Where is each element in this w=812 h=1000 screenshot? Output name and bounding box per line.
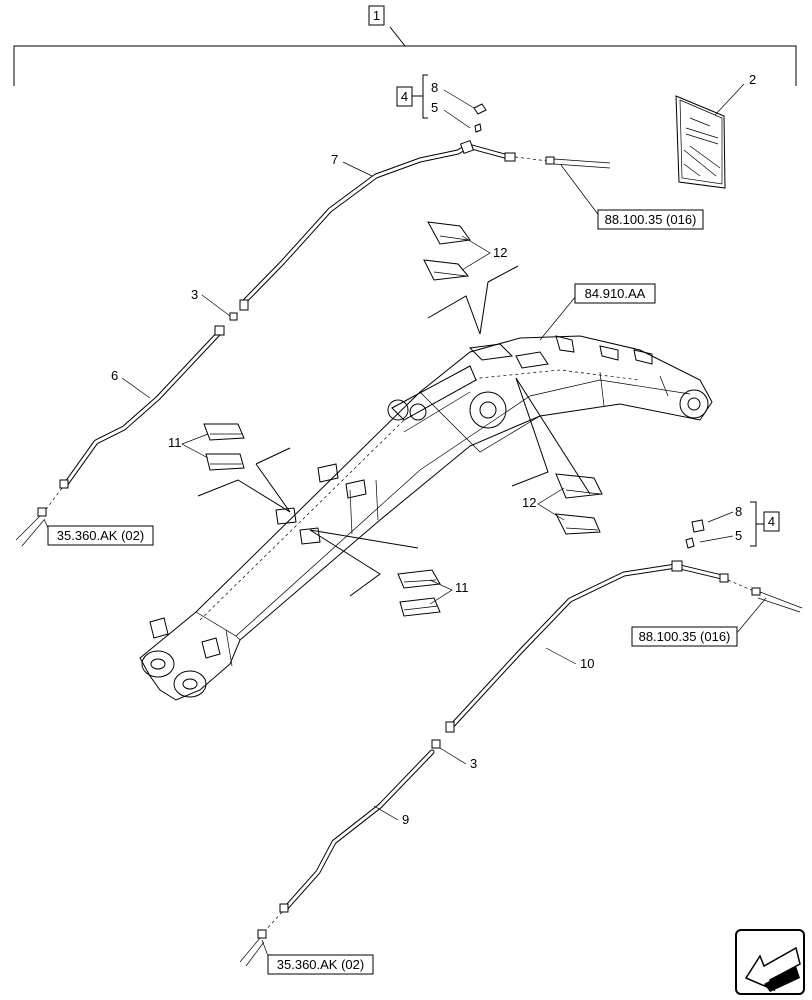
ref-84-label: 84.910.AA bbox=[585, 286, 646, 301]
callout-10-label: 10 bbox=[580, 656, 594, 671]
callout-8-bottom-label: 8 bbox=[735, 504, 742, 519]
callout-8-top-label: 8 bbox=[431, 80, 438, 95]
callout-4-bottom: 4 bbox=[750, 501, 780, 547]
callout-1: 1 bbox=[368, 5, 385, 26]
ref-35-top-label: 35.360.AK (02) bbox=[57, 528, 144, 543]
clamp-12-upper bbox=[423, 221, 471, 281]
cap-top bbox=[473, 103, 487, 133]
callout-6-label: 6 bbox=[111, 368, 118, 383]
callout-4-bottom-label: 4 bbox=[768, 514, 775, 529]
callout-7-label: 7 bbox=[331, 152, 338, 167]
ref-84-link[interactable]: 84.910.AA bbox=[574, 283, 656, 304]
callout-12-lower-label: 12 bbox=[522, 495, 536, 510]
ref-88-top-label: 88.100.35 (016) bbox=[605, 212, 697, 227]
hose-10 bbox=[447, 560, 803, 731]
callout-11-lower-label: 11 bbox=[455, 580, 469, 595]
callout-9-label: 9 bbox=[402, 812, 409, 827]
clamp-11-upper bbox=[203, 423, 245, 471]
kit-bracket bbox=[13, 26, 797, 86]
callout-3-bottom-label: 3 bbox=[470, 756, 477, 771]
ref-88-bottom-link[interactable]: 88.100.35 (016) bbox=[631, 626, 738, 647]
callout-5-top-label: 5 bbox=[431, 100, 438, 115]
ref-88-bottom-label: 88.100.35 (016) bbox=[639, 629, 731, 644]
callout-5-bottom-label: 5 bbox=[735, 528, 742, 543]
boom-assembly bbox=[139, 335, 713, 701]
callout-4-top: 4 bbox=[396, 74, 428, 119]
callout-11-upper-label: 11 bbox=[168, 435, 182, 450]
ref-88-top-link[interactable]: 88.100.35 (016) bbox=[597, 209, 704, 230]
cap-bottom bbox=[685, 519, 705, 549]
clamp-12-lower bbox=[555, 473, 603, 535]
callout-1-label: 1 bbox=[373, 8, 380, 23]
callout-2-label: 2 bbox=[749, 72, 756, 87]
hose-9 bbox=[239, 749, 435, 967]
manual-booklet bbox=[675, 83, 745, 189]
coupler-bottom bbox=[431, 721, 455, 749]
callout-12-upper-label: 12 bbox=[493, 245, 507, 260]
hose-6 bbox=[15, 325, 225, 547]
ref-35-bottom-link[interactable]: 35.360.AK (02) bbox=[267, 954, 374, 975]
ref-35-bottom-label: 35.360.AK (02) bbox=[277, 957, 364, 972]
callout-3-top-label: 3 bbox=[191, 287, 198, 302]
ref-35-top-link[interactable]: 35.360.AK (02) bbox=[47, 525, 154, 546]
arrow-left-icon[interactable] bbox=[735, 929, 805, 995]
hose-7 bbox=[241, 139, 611, 305]
coupler-top bbox=[229, 299, 249, 321]
clamp-11-lower bbox=[397, 569, 441, 617]
callout-4-top-label: 4 bbox=[401, 89, 408, 104]
